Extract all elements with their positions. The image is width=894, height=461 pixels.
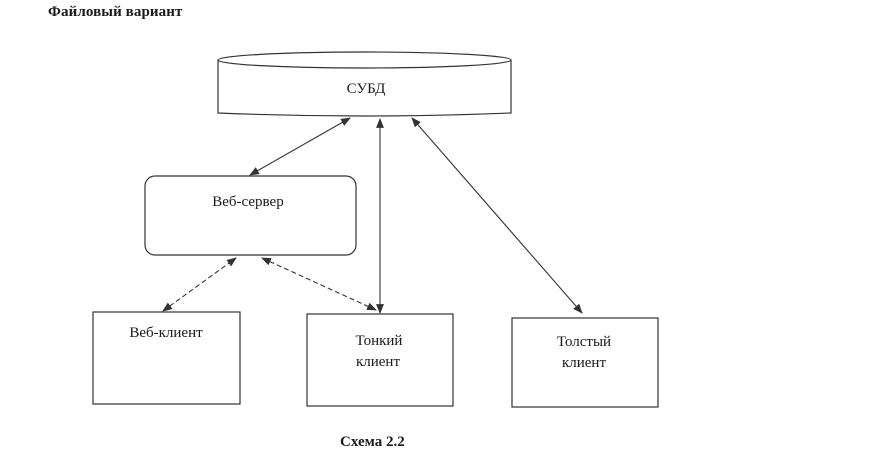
thin-client-node: Тонкий клиент [306,313,454,407]
dbms-label: СУБД [347,81,386,97]
diagram-heading: Файловый вариант [48,4,183,20]
web-server-node: Веб-сервер [144,175,357,256]
web-client-label: Веб-клиент [129,325,203,341]
webclient-webserver-connector [162,257,237,312]
web-server-label: Веб-сервер [212,194,283,210]
web-client-node: Веб-клиент [92,311,241,405]
thin-client-label-line2: клиент [356,354,400,370]
thick-client-label-line2: клиент [562,355,606,371]
thickclient-dbms-connector [411,117,583,314]
dbms-node: СУБД [217,51,512,117]
webserver-dbms-connector [249,117,351,176]
thick-client-label-line1: Толстый [557,334,611,350]
diagram-caption: Схема 2.2 [340,434,405,450]
thick-client-node: Толстый клиент [511,317,659,408]
thinclient-webserver-connector [261,257,377,311]
thin-client-label-line1: Тонкий [356,333,403,349]
